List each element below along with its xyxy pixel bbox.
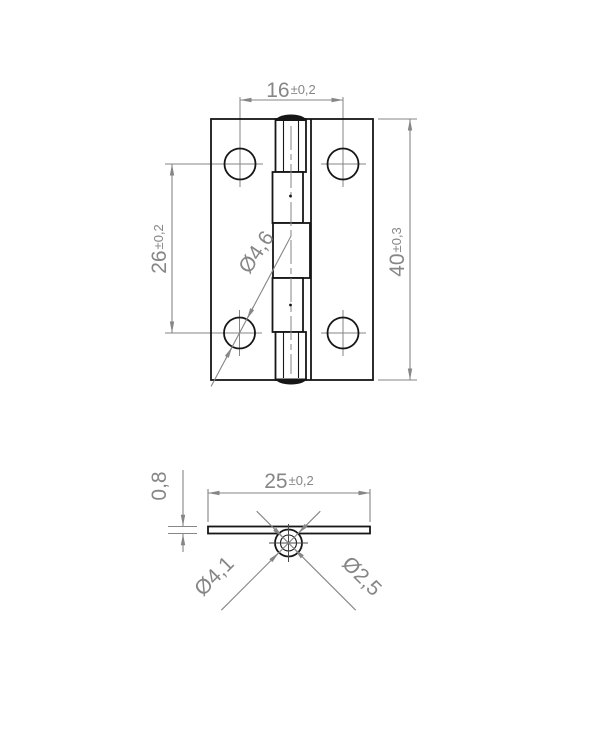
side-view: 25±0,2 0,8 Ø4,1 Ø2,5: [148, 470, 386, 611]
leader-arrow: [246, 306, 255, 320]
dim-label-0-8: 0,8: [148, 471, 171, 500]
center-dot: [289, 303, 292, 307]
front-view: 16±0,2 26±0,2 40±0,3 Ø4,6: [148, 79, 417, 387]
dim-label-40: 40±0,3: [386, 227, 409, 277]
dimension-hole-spacing-26: 26±0,2: [148, 164, 175, 333]
leader-arrow: [273, 527, 284, 538]
pin-cap-top: [275, 114, 307, 121]
center-dot: [289, 194, 292, 198]
dimension-height-40: 40±0,3: [378, 118, 417, 381]
dimension-thickness-0-8: 0,8: [148, 470, 197, 552]
dim-label-dia-2-5: Ø2,5: [337, 552, 385, 600]
dimension-width-25: 25±0,2: [207, 470, 371, 522]
knuckle-segment: [271, 171, 304, 224]
leader-arrow: [224, 346, 233, 360]
screw-hole: [326, 147, 360, 181]
screw-hole: [223, 147, 257, 181]
pin-cap-bottom: [275, 378, 307, 385]
dim-label-16: 16±0,2: [266, 79, 316, 102]
screw-hole: [223, 316, 256, 350]
dimension-width-16: 16±0,2: [240, 79, 343, 103]
leader-arrow: [297, 523, 308, 534]
screw-hole: [326, 316, 360, 350]
dim-label-26: 26±0,2: [148, 224, 171, 274]
centerlines-front: [165, 97, 366, 356]
leader-arrow: [269, 552, 280, 563]
knuckle-segment: [271, 277, 304, 333]
dim-label-25: 25±0,2: [264, 470, 314, 493]
dim-label-dia-4-1: Ø4,1: [190, 552, 238, 600]
leader-arrow: [293, 548, 304, 559]
